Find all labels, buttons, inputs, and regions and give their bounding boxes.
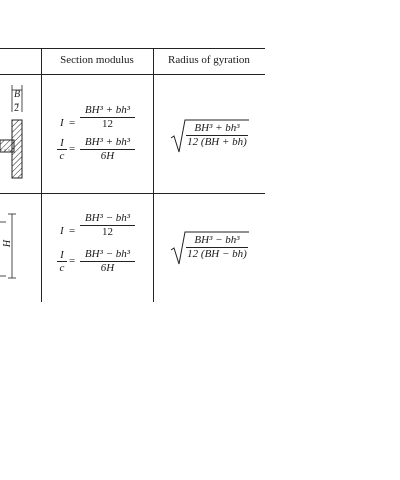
column-divider-right xyxy=(153,48,154,302)
row2-gyration-radical: BH³ − bh³ 12 (BH − bh) xyxy=(170,230,250,266)
row1-gyration-fraction: BH³ + bh³ 12 (BH + bh) xyxy=(186,122,248,149)
row1-gyration-denominator: 12 (BH + bh) xyxy=(187,136,247,148)
row2-modulus-lhs: I c xyxy=(57,249,67,274)
row1-moment-fraction: BH³ + bh³ 12 xyxy=(80,104,135,131)
row1-gyration-radical: BH³ + bh³ 12 (BH + bh) xyxy=(170,118,250,154)
row2-section-figure: H xyxy=(0,212,40,282)
row1-section-figure: B 2 xyxy=(0,82,40,182)
row1-modulus-denominator: 6H xyxy=(100,150,115,162)
row2-modulus-numerator: BH³ − bh³ xyxy=(80,248,135,262)
row2-modulus-denominator: 6H xyxy=(100,262,115,274)
row1-moment-denominator: 12 xyxy=(102,118,113,130)
row2-gyration-numerator: BH³ − bh³ xyxy=(186,234,248,248)
row2-gyration-denominator: 12 (BH − bh) xyxy=(187,248,247,260)
row2-moment-denominator: 12 xyxy=(102,226,113,238)
row1-moment-lhs: I xyxy=(60,117,64,129)
row2-modulus-lhs-num: I xyxy=(57,249,67,262)
row1-modulus-lhs: I c xyxy=(57,137,67,162)
row1-modulus-lhs-num: I xyxy=(57,137,67,150)
row2-gyration-fraction: BH³ − bh³ 12 (BH − bh) xyxy=(186,234,248,261)
row1-modulus-equals: = xyxy=(69,143,76,155)
row2-modulus-equals: = xyxy=(69,255,76,267)
row2-moment-fraction: BH³ − bh³ 12 xyxy=(80,212,135,239)
row2-modulus-lhs-den: c xyxy=(59,262,65,274)
row2-h-label: H xyxy=(2,239,14,248)
row2-moment-lhs: I xyxy=(60,225,64,237)
header-section-modulus: Section modulus xyxy=(60,54,134,66)
row1-b-label: B xyxy=(14,89,21,100)
row1-two-label: 2 xyxy=(14,103,19,114)
row1-gyration-numerator: BH³ + bh³ xyxy=(186,122,248,136)
row-separator-rule xyxy=(0,193,265,194)
row2-modulus-fraction: BH³ − bh³ 6H xyxy=(80,248,135,275)
row2-moment-equals: = xyxy=(69,225,76,237)
row1-moment-numerator: BH³ + bh³ xyxy=(80,104,135,118)
header-radius-of-gyration: Radius of gyration xyxy=(168,54,250,66)
header-bottom-rule xyxy=(0,74,265,75)
table-top-rule xyxy=(0,48,265,49)
row2-moment-numerator: BH³ − bh³ xyxy=(80,212,135,226)
row1-moment-equals: = xyxy=(69,117,76,129)
row1-modulus-lhs-den: c xyxy=(59,150,65,162)
row1-modulus-numerator: BH³ + bh³ xyxy=(80,136,135,150)
row1-modulus-fraction: BH³ + bh³ 6H xyxy=(80,136,135,163)
column-divider-left xyxy=(41,48,42,302)
